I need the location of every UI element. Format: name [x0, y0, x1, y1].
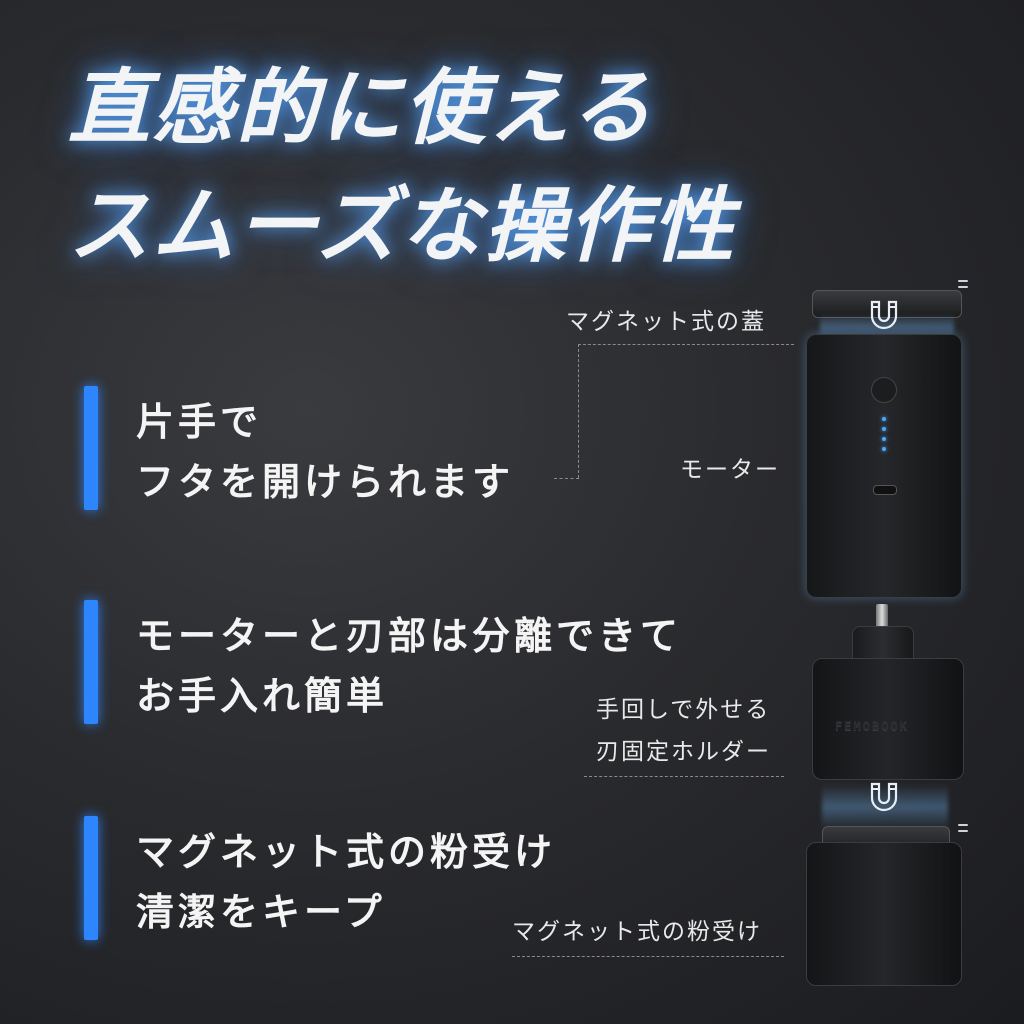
page-title: 直感的に使える スムーズな操作性 [68, 50, 736, 286]
feature-line: お手入れ簡単 [136, 674, 389, 718]
label-motor: モーター [680, 457, 780, 483]
magnetic-lid [812, 290, 962, 318]
lid-leader-line-vertical [578, 344, 579, 478]
label-holder-line-2: 刃固定ホルダー [596, 739, 771, 765]
lid-leader-line [578, 344, 794, 345]
label-magnetic-lid: マグネット式の蓋 [566, 309, 766, 335]
powder-cup [806, 842, 962, 986]
blade-shaft [876, 604, 888, 630]
feature-text: マグネット式の粉受け 清潔をキープ [136, 822, 556, 942]
feature-line: モーターと刃部は分離できて [136, 614, 683, 658]
feature-line: 清潔をキープ [136, 890, 386, 934]
feature-line: マグネット式の粉受け [136, 830, 557, 874]
power-button [871, 377, 897, 403]
feature-accent-bar [84, 816, 98, 940]
spark-icon [958, 824, 968, 836]
feature-accent-bar [84, 386, 98, 510]
blade-holder: FEMOBOOK [812, 658, 964, 780]
feature-accent-bar [84, 600, 98, 724]
holder-leader-line [584, 776, 784, 777]
brand-logo: FEMOBOOK [835, 719, 909, 733]
cup-glow [822, 784, 948, 830]
lid-leader-line-tail [554, 478, 579, 479]
spark-icon [958, 280, 968, 292]
title-line-1: 直感的に使える [68, 61, 654, 156]
feature-text: 片手で フタを開けられます [136, 392, 514, 512]
label-holder-line-1: 手回しで外せる [596, 697, 771, 723]
title-line-2: スムーズな操作性 [68, 179, 736, 274]
feature-line: フタを開けられます [136, 460, 515, 504]
magnet-icon [870, 782, 898, 812]
feature-text: モーターと刃部は分離できて お手入れ簡単 [136, 606, 682, 726]
battery-indicator [882, 417, 887, 457]
charging-port [873, 485, 897, 495]
label-powder-cup: マグネット式の粉受け [512, 919, 762, 945]
feature-line: 片手で [136, 400, 263, 444]
cup-leader-line [512, 956, 784, 957]
magnet-icon [870, 300, 898, 330]
motor-unit [806, 334, 962, 598]
